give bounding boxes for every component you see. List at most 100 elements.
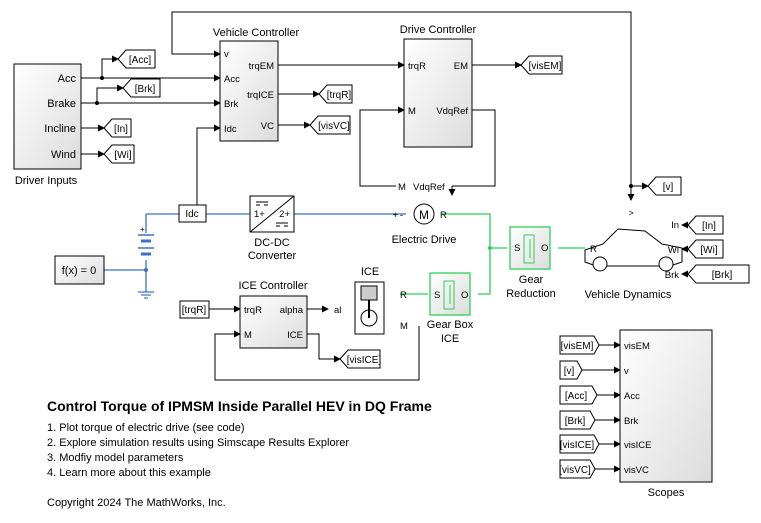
svg-text:[visEM]: [visEM] <box>561 341 594 352</box>
svg-text:Wi: Wi <box>668 245 679 256</box>
gear-reduction-block[interactable]: S O Gear Reduction <box>506 226 556 300</box>
scope-from-acc[interactable]: [Acc] <box>559 385 598 405</box>
vehicle-controller-label: Vehicle Controller <box>213 27 300 39</box>
svg-text:+: + <box>140 225 145 234</box>
svg-text:R: R <box>400 290 407 301</box>
svg-text:R: R <box>590 244 597 255</box>
drive-controller-block[interactable]: Drive Controller trqR M EM VdqRef <box>400 24 477 148</box>
scopes-block[interactable]: visEM v Acc Brk visICE visVC Scopes <box>619 329 713 499</box>
svg-text:EM: EM <box>454 61 468 72</box>
from-wi-tag[interactable]: [Wi] <box>687 239 724 259</box>
svg-text:ICE: ICE <box>441 333 459 345</box>
from-brk-tag[interactable]: [Brk] <box>687 264 750 284</box>
svg-text:VdqRef: VdqRef <box>413 182 445 193</box>
svg-text:[Wi]: [Wi] <box>114 150 131 161</box>
scope-from-v[interactable]: [v] <box>559 360 583 380</box>
svg-text:Brk: Brk <box>224 99 239 110</box>
dc-dc-label-1: DC-DC <box>254 237 289 249</box>
ice-block[interactable]: ICE al R M <box>334 266 408 335</box>
svg-text:O: O <box>461 290 468 301</box>
svg-text:visVC: visVC <box>624 465 649 476</box>
svg-text:f(x) = 0: f(x) = 0 <box>62 265 97 277</box>
ground-icon <box>138 291 154 299</box>
dc-dc-label-2: Converter <box>248 250 297 262</box>
signal-wires <box>81 11 688 473</box>
scope-from-visICE[interactable]: [visICE] <box>559 434 600 454</box>
electric-drive-label: Electric Drive <box>392 234 457 246</box>
svg-text:trqICE: trqICE <box>247 90 274 101</box>
svg-text:S: S <box>514 243 520 254</box>
task-link-plot-torque[interactable]: 1. Plot torque of electric drive (see co… <box>47 422 245 434</box>
svg-text:O: O <box>541 243 548 254</box>
svg-text:1+: 1+ <box>254 209 265 220</box>
copyright-text: Copyright 2024 The MathWorks, Inc. <box>47 497 226 509</box>
goto-v-tag[interactable]: [v] <box>647 176 682 196</box>
svg-text:v: v <box>224 49 229 60</box>
goto-wi-tag[interactable]: [Wi] <box>103 144 135 164</box>
svg-text:VC: VC <box>261 121 274 132</box>
idc-sensor-block[interactable]: Idc <box>178 204 207 223</box>
driver-port-incline: Incline <box>44 123 76 135</box>
svg-text:[visVC]: [visVC] <box>559 465 591 476</box>
svg-text:ICE: ICE <box>287 330 303 341</box>
drive-controller-label: Drive Controller <box>400 24 477 36</box>
scope-from-brk[interactable]: [Brk] <box>559 410 596 430</box>
driver-port-acc: Acc <box>58 73 77 85</box>
svg-text:[trqR]: [trqR] <box>182 305 207 316</box>
svg-text:[Brk]: [Brk] <box>565 416 586 427</box>
svg-text:al: al <box>334 305 341 316</box>
svg-text:Brk: Brk <box>665 270 680 281</box>
goto-trqR-tag[interactable]: [trqR] <box>318 84 353 104</box>
svg-text:[v]: [v] <box>564 366 575 377</box>
goto-in-tag[interactable]: [In] <box>103 118 132 138</box>
svg-text:v: v <box>624 366 629 377</box>
task-list: 1. Plot torque of electric drive (see co… <box>47 421 349 481</box>
ice-controller-label: ICE Controller <box>238 280 307 292</box>
svg-text:Acc: Acc <box>224 74 240 85</box>
svg-text:[visICE]: [visICE] <box>347 355 382 366</box>
constant-block[interactable]: f(x) = 0 <box>54 255 105 285</box>
svg-text:[Brk]: [Brk] <box>135 84 156 95</box>
vehicle-dynamics-block[interactable]: R In Wi Brk Vehicle Dynamics <box>584 220 683 301</box>
driver-inputs-block[interactable]: Acc Brake Incline Wind Driver Inputs <box>13 63 82 187</box>
goto-brk-tag[interactable]: [Brk] <box>122 78 161 98</box>
svg-text:[v]: [v] <box>663 182 674 193</box>
goto-acc-tag[interactable]: [Acc] <box>117 49 156 69</box>
goto-visICE-tag[interactable]: [visICE] <box>339 349 382 369</box>
ice-label: ICE <box>361 266 379 278</box>
task-link-learn-more[interactable]: 4. Learn more about this example <box>47 467 211 479</box>
svg-text:M: M <box>400 321 408 332</box>
scope-from-visEM[interactable]: [visEM] <box>559 335 600 355</box>
svg-text:+: + <box>392 210 398 221</box>
vehicle-controller-block[interactable]: Vehicle Controller v Acc Brk Idc trqEM t… <box>213 27 300 142</box>
goto-visVC-tag[interactable]: [visVC] <box>309 115 351 135</box>
svg-text:visICE: visICE <box>624 440 651 451</box>
dc-dc-converter-block[interactable]: 1+ 2+ DC-DC Converter <box>248 195 297 262</box>
ice-controller-block[interactable]: ICE Controller trqR M alpha ICE <box>238 280 308 349</box>
svg-text:Idc: Idc <box>185 209 198 220</box>
svg-text:[visVC]: [visVC] <box>318 121 350 132</box>
svg-text:M: M <box>398 182 406 193</box>
scope-from-visVC[interactable]: [visVC] <box>559 459 596 479</box>
from-in-tag[interactable]: [In] <box>687 215 724 235</box>
goto-visEM-tag[interactable]: [visEM] <box>520 55 563 75</box>
task-link-results-explorer[interactable]: 2. Explore simulation results using Sims… <box>47 437 350 449</box>
svg-text:Brk: Brk <box>624 416 639 427</box>
svg-text:[Brk]: [Brk] <box>712 270 733 281</box>
from-trqR-tag[interactable]: [trqR] <box>179 300 210 319</box>
svg-text:trqR: trqR <box>408 61 426 72</box>
driver-port-brake: Brake <box>47 98 76 110</box>
driver-inputs-label: Driver Inputs <box>15 175 78 187</box>
svg-text:In: In <box>671 220 679 231</box>
svg-text:Gear: Gear <box>519 274 544 286</box>
electric-drive-block[interactable]: M - + R M VdqRef Electric Drive <box>392 182 457 246</box>
gear-box-ice-block[interactable]: S O Gear Box ICE <box>427 272 474 345</box>
svg-text:[Wi]: [Wi] <box>700 245 717 256</box>
battery-icon[interactable]: + <box>138 225 154 256</box>
svg-text:2+: 2+ <box>279 209 290 220</box>
svg-text:trqR: trqR <box>244 305 262 316</box>
svg-text:Idc: Idc <box>224 124 237 135</box>
svg-text:[Acc]: [Acc] <box>129 55 151 66</box>
model-title: Control Torque of IPMSM Inside Parallel … <box>47 398 432 414</box>
task-link-model-parameters[interactable]: 3. Modfiy model parameters <box>47 452 184 464</box>
